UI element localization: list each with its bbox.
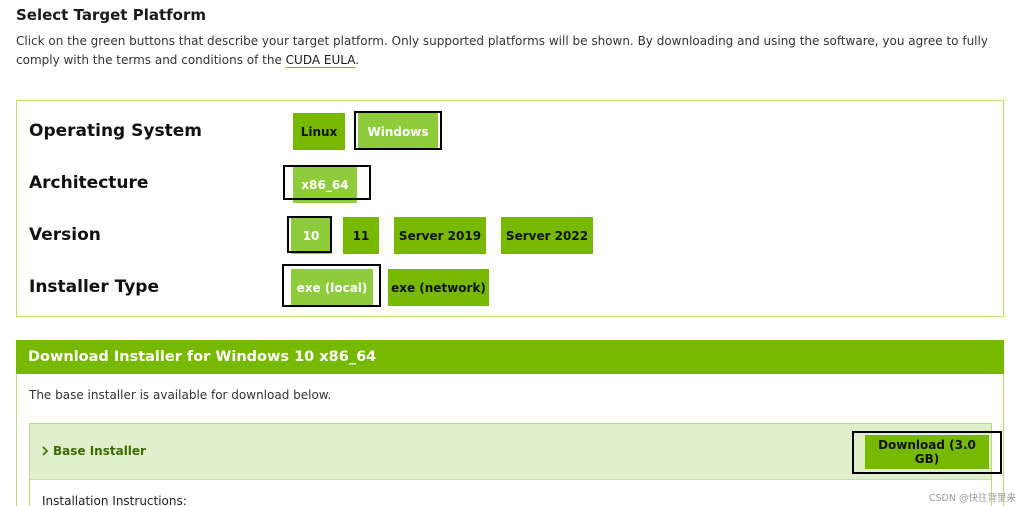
architecture-label: Architecture — [29, 173, 149, 193]
download-note: The base installer is available for down… — [29, 388, 332, 402]
base-installer-toggle[interactable]: Base Installer — [40, 444, 146, 458]
os-option-windows[interactable]: Windows — [358, 113, 438, 150]
base-installer-section: Base Installer Download (3.0 GB) Install… — [29, 423, 1002, 506]
cuda-eula-link[interactable]: CUDA EULA — [285, 53, 356, 68]
download-title: Download Installer for Windows 10 x86_64 — [16, 340, 1004, 374]
download-panel: Download Installer for Windows 10 x86_64… — [16, 340, 1004, 506]
version-label: Version — [29, 225, 101, 245]
version-option-11[interactable]: 11 — [343, 217, 379, 254]
installer-option-exe-network[interactable]: exe (network) — [388, 269, 489, 306]
page-title: Select Target Platform — [16, 6, 206, 24]
download-button[interactable]: Download (3.0 GB) — [865, 435, 989, 469]
intro-text: Click on the green buttons that describe… — [16, 34, 988, 67]
os-option-linux[interactable]: Linux — [293, 113, 345, 150]
installer-type-label: Installer Type — [29, 277, 159, 297]
intro-end: . — [355, 53, 360, 67]
base-installer-label: Base Installer — [53, 444, 146, 458]
version-option-10[interactable]: 10 — [291, 217, 331, 254]
version-option-server-2019[interactable]: Server 2019 — [394, 217, 486, 254]
installer-option-exe-local[interactable]: exe (local) — [291, 269, 373, 306]
chevron-right-icon — [42, 446, 49, 456]
base-installer-header: Base Installer Download (3.0 GB) — [30, 424, 1002, 480]
installation-instructions-label: Installation Instructions: — [42, 494, 187, 506]
intro-paragraph: Click on the green buttons that describe… — [16, 32, 1011, 70]
version-option-server-2022[interactable]: Server 2022 — [501, 217, 593, 254]
watermark: CSDN @快往背里来 — [928, 493, 1016, 504]
platform-selector: Operating System Linux Windows Architect… — [16, 100, 1004, 317]
arch-option-x86-64[interactable]: x86_64 — [293, 166, 357, 203]
os-label: Operating System — [29, 121, 202, 141]
